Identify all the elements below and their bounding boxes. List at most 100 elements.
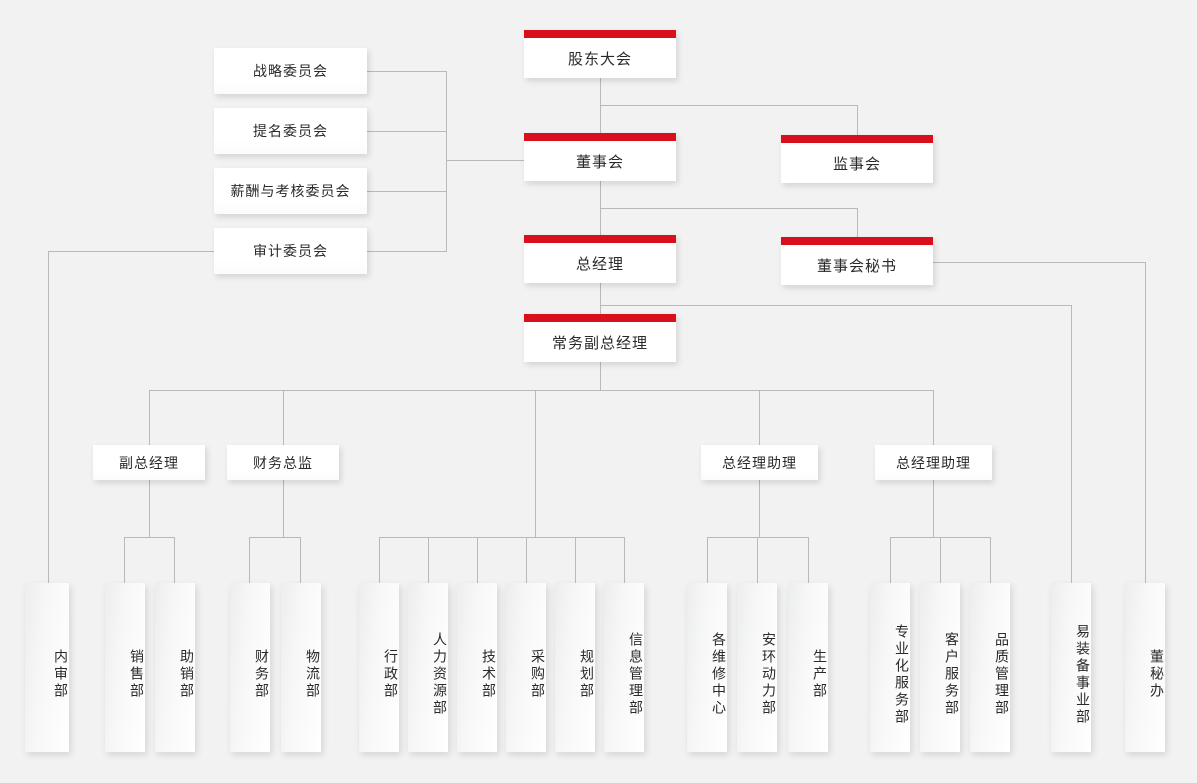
node-dept-planning[interactable]: 规划部 (555, 583, 595, 752)
node-dept-easy-equipment-division[interactable]: 易装备事业部 (1051, 583, 1091, 752)
node-label: 战略委员会 (253, 63, 328, 79)
node-label: 各维修中心 (711, 632, 727, 717)
connector-line (367, 251, 447, 252)
node-label: 股东大会 (567, 50, 632, 68)
connector-line (48, 251, 49, 583)
connector-line (124, 537, 125, 583)
node-dept-sales[interactable]: 销售部 (105, 583, 145, 752)
connector-line (857, 208, 858, 240)
connector-line (124, 537, 175, 538)
node-label: 客户服务部 (944, 632, 960, 717)
connector-line (379, 537, 380, 583)
node-label: 规划部 (579, 649, 595, 700)
connector-line (575, 537, 576, 583)
connector-line (174, 537, 175, 583)
connector-line (1071, 305, 1072, 583)
connector-line (933, 262, 1145, 263)
node-label: 提名委员会 (253, 123, 328, 139)
node-shareholders-meeting[interactable]: 股东大会 (524, 30, 676, 78)
connector-line (283, 390, 284, 445)
node-dept-quality-management[interactable]: 品质管理部 (970, 583, 1010, 752)
connector-line (249, 537, 250, 583)
node-label: 监事会 (832, 155, 881, 173)
connector-line (283, 480, 284, 537)
node-dept-procurement[interactable]: 采购部 (506, 583, 546, 752)
node-label: 采购部 (530, 649, 546, 700)
connector-line (249, 537, 300, 538)
node-label: 董秘办 (1149, 649, 1165, 700)
connector-line (933, 480, 934, 537)
connector-line (477, 537, 478, 583)
connector-line (379, 537, 624, 538)
connector-line (367, 191, 447, 192)
connector-line (1145, 262, 1146, 583)
node-dept-professional-services[interactable]: 专业化服务部 (870, 583, 910, 752)
node-label: 副总经理 (119, 454, 179, 471)
node-label: 常务副总经理 (551, 334, 648, 352)
node-board-of-supervisors[interactable]: 监事会 (781, 135, 933, 183)
node-board-of-directors[interactable]: 董事会 (524, 133, 676, 181)
node-cfo[interactable]: 财务总监 (227, 445, 339, 480)
connector-line (300, 537, 301, 583)
connector-line (624, 537, 625, 583)
node-label: 董事会秘书 (816, 257, 897, 275)
node-gm-assistant-2[interactable]: 总经理助理 (875, 445, 992, 480)
node-dept-internal-audit[interactable]: 内审部 (25, 583, 69, 752)
connector-line (600, 305, 1071, 306)
connector-line (446, 71, 447, 251)
node-executive-deputy-gm[interactable]: 常务副总经理 (524, 314, 676, 362)
connector-line (428, 537, 429, 583)
node-label: 易装备事业部 (1075, 623, 1091, 726)
node-dept-board-secretary-office[interactable]: 董秘办 (1125, 583, 1165, 752)
node-dept-safety-environment-power[interactable]: 安环动力部 (737, 583, 777, 752)
connector-line (600, 78, 601, 136)
connector-line (600, 105, 858, 106)
node-dept-information-management[interactable]: 信息管理部 (604, 583, 644, 752)
node-committee-audit[interactable]: 审计委员会 (214, 228, 367, 274)
node-label: 物流部 (305, 649, 321, 700)
node-label: 技术部 (481, 649, 497, 700)
node-dept-administration[interactable]: 行政部 (359, 583, 399, 752)
connector-line (367, 71, 447, 72)
node-dept-sales-support[interactable]: 助销部 (155, 583, 195, 752)
node-label: 财务总监 (253, 454, 313, 471)
node-committee-strategy[interactable]: 战略委员会 (214, 48, 367, 94)
connector-line (600, 283, 601, 318)
connector-line (149, 480, 150, 537)
node-committee-nomination[interactable]: 提名委员会 (214, 108, 367, 154)
node-dept-technology[interactable]: 技术部 (457, 583, 497, 752)
node-dept-customer-service[interactable]: 客户服务部 (920, 583, 960, 752)
node-label: 人力资源部 (432, 632, 448, 717)
node-committee-remuneration[interactable]: 薪酬与考核委员会 (214, 168, 367, 214)
node-label: 销售部 (129, 649, 145, 700)
connector-line (808, 537, 809, 583)
node-deputy-general-manager[interactable]: 副总经理 (93, 445, 205, 480)
node-board-secretary[interactable]: 董事会秘书 (781, 237, 933, 285)
node-label: 生产部 (812, 649, 828, 700)
node-label: 助销部 (179, 649, 195, 700)
node-gm-assistant-1[interactable]: 总经理助理 (701, 445, 818, 480)
node-label: 内审部 (53, 649, 69, 700)
node-label: 总经理助理 (896, 454, 971, 471)
node-dept-logistics[interactable]: 物流部 (281, 583, 321, 752)
node-general-manager[interactable]: 总经理 (524, 235, 676, 283)
connector-line (367, 131, 447, 132)
node-label: 品质管理部 (994, 632, 1010, 717)
connector-line (149, 390, 150, 445)
connector-line (446, 160, 524, 161)
node-dept-maintenance-centers[interactable]: 各维修中心 (687, 583, 727, 752)
node-label: 财务部 (254, 649, 270, 700)
node-dept-human-resources[interactable]: 人力资源部 (408, 583, 448, 752)
connector-line (526, 537, 527, 583)
node-label: 薪酬与考核委员会 (230, 183, 351, 199)
node-dept-finance[interactable]: 财务部 (230, 583, 270, 752)
connector-line (600, 181, 601, 239)
connector-line (890, 537, 891, 583)
connector-line (759, 480, 760, 537)
node-label: 总经理助理 (722, 454, 797, 471)
connector-line (149, 390, 934, 391)
connector-line (990, 537, 991, 583)
connector-line (707, 537, 708, 583)
node-dept-production[interactable]: 生产部 (788, 583, 828, 752)
